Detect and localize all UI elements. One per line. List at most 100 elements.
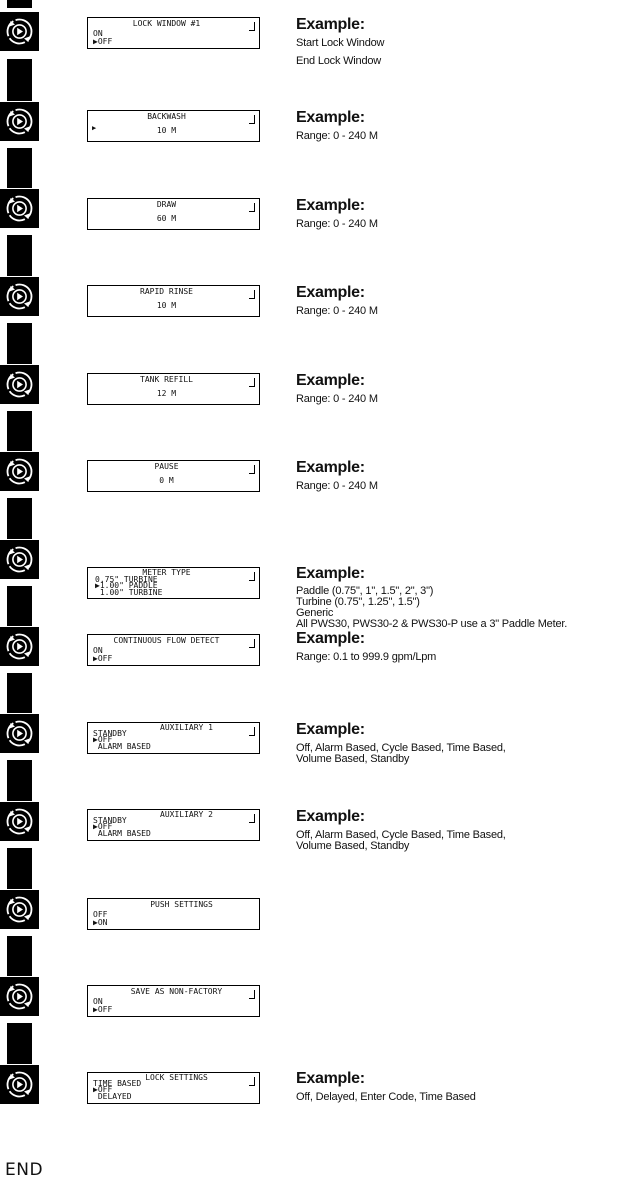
example-line: Volume Based, Standby bbox=[296, 840, 410, 852]
example-line: Start Lock Window bbox=[296, 37, 385, 49]
selection-arrow-icon: ▶ bbox=[93, 36, 98, 46]
selection-arrow-icon: ▶ bbox=[93, 917, 98, 927]
lcd-title: LOCK SETTINGS bbox=[145, 1073, 208, 1082]
example-pause: Example: Range: 0 - 240 M bbox=[296, 459, 632, 495]
example-line: End Lock Window bbox=[296, 55, 382, 67]
enter-corner-icon bbox=[249, 1077, 255, 1086]
flow-bar bbox=[7, 673, 32, 713]
example-line: Off, Delayed, Enter Code, Time Based bbox=[296, 1091, 476, 1103]
lcd-save-as-non-factory: SAVE AS NON-FACTORY ON ▶OFF bbox=[87, 985, 260, 1017]
lcd-row: ON bbox=[97, 917, 108, 927]
lcd-title: LOCK WINDOW #1 bbox=[132, 19, 201, 28]
lcd-title: TANK REFILL bbox=[140, 375, 193, 384]
example-heading: Example: bbox=[296, 197, 365, 214]
lcd-meter-type: METER TYPE 0.75" TURBINE ▶1.00" PADDLE 1… bbox=[87, 567, 260, 599]
lcd-title: AUXILIARY 2 bbox=[160, 810, 213, 819]
lcd-row: STANDBY bbox=[93, 728, 127, 738]
lcd-title: SAVE AS NON-FACTORY bbox=[130, 987, 223, 996]
enter-corner-icon bbox=[249, 378, 255, 387]
example-line: Range: 0 - 240 M bbox=[296, 305, 378, 317]
lcd-title: PAUSE bbox=[154, 462, 179, 471]
example-line: Volume Based, Standby bbox=[296, 753, 410, 765]
example-heading: Example: bbox=[296, 109, 365, 126]
enter-corner-icon bbox=[249, 639, 255, 648]
example-heading: Example: bbox=[296, 459, 365, 476]
example-backwash: Example: Range: 0 - 240 M bbox=[296, 109, 632, 145]
lcd-rows: STANDBY ▶OFF ALARM BASED bbox=[93, 816, 151, 839]
lcd-row: ON bbox=[93, 646, 103, 655]
lcd-row: 1.00" PADDLE bbox=[99, 581, 158, 590]
lcd-rows: ON ▶OFF bbox=[93, 646, 113, 663]
example-line: Range: 0.1 to 999.9 gpm/Lpm bbox=[296, 651, 437, 663]
flow-bar bbox=[7, 235, 32, 276]
lcd-row: TIME BASED bbox=[93, 1078, 142, 1088]
lcd-title: DRAW bbox=[156, 200, 177, 209]
example-meter-type: Example: Paddle (0.75", 1", 1.5", 2", 3"… bbox=[296, 565, 632, 630]
lcd-pause: PAUSE 0 M bbox=[87, 460, 260, 492]
lcd-row: OFF bbox=[93, 910, 108, 919]
flow-bar bbox=[7, 936, 32, 976]
next-step-icon bbox=[0, 102, 39, 141]
lcd-title: PUSH SETTINGS bbox=[150, 900, 213, 909]
lcd-backwash: BACKWASH ▶ 10 M bbox=[87, 110, 260, 142]
lcd-rows: STANDBY ▶OFF ALARM BASED bbox=[93, 728, 151, 752]
example-heading: Example: bbox=[296, 721, 365, 738]
lcd-rows: OFF ▶ON bbox=[93, 910, 108, 927]
lcd-row: ALARM BASED bbox=[97, 742, 151, 752]
lcd-title: METER TYPE bbox=[142, 568, 191, 577]
lcd-value: 10 M bbox=[156, 126, 177, 135]
enter-corner-icon bbox=[249, 465, 255, 474]
enter-corner-icon bbox=[249, 290, 255, 299]
lcd-title: BACKWASH bbox=[147, 112, 186, 121]
selection-arrow-icon: ▶ bbox=[93, 735, 98, 745]
lcd-title: RAPID RINSE bbox=[140, 287, 193, 296]
lcd-row: ALARM BASED bbox=[97, 829, 151, 839]
next-step-icon bbox=[0, 540, 39, 579]
lcd-row: OFF bbox=[97, 1004, 113, 1014]
example-heading: Example: bbox=[296, 808, 365, 825]
lcd-row: ON bbox=[93, 29, 103, 38]
lcd-row: OFF bbox=[97, 822, 113, 832]
enter-corner-icon bbox=[249, 572, 255, 581]
example-heading: Example: bbox=[296, 630, 365, 647]
flow-bar bbox=[7, 498, 32, 539]
example-auxiliary-1: Example: Off, Alarm Based, Cycle Based, … bbox=[296, 721, 632, 765]
example-draw: Example: Range: 0 - 240 M bbox=[296, 197, 632, 233]
selection-arrow-icon: ▶ bbox=[93, 653, 98, 663]
next-step-icon bbox=[0, 802, 39, 841]
lcd-draw: DRAW 60 M bbox=[87, 198, 260, 230]
lcd-rows: 0.75" TURBINE ▶1.00" PADDLE 1.00" TURBIN… bbox=[95, 575, 162, 596]
flow-bar bbox=[7, 148, 32, 188]
selection-arrow-icon: ▶ bbox=[93, 1004, 98, 1014]
example-line: All PWS30, PWS30-2 & PWS30-P use a 3" Pa… bbox=[296, 618, 568, 630]
enter-corner-icon bbox=[249, 990, 255, 999]
example-heading: Example: bbox=[296, 1070, 365, 1087]
flow-bar bbox=[7, 586, 32, 626]
end-label: END bbox=[5, 1160, 44, 1180]
lcd-tank-refill: TANK REFILL 12 M bbox=[87, 373, 260, 405]
next-step-icon bbox=[0, 714, 39, 753]
example-rapid-rinse: Example: Range: 0 - 240 M bbox=[296, 284, 632, 320]
lcd-title: CONTINUOUS FLOW DETECT bbox=[113, 636, 220, 645]
enter-corner-icon bbox=[249, 22, 255, 31]
example-lock-settings: Example: Off, Delayed, Enter Code, Time … bbox=[296, 1070, 632, 1106]
example-line: Range: 0 - 240 M bbox=[296, 480, 378, 492]
next-step-icon bbox=[0, 627, 39, 666]
flow-bar bbox=[7, 1023, 32, 1064]
lcd-lock-window: LOCK WINDOW #1 ON ▶OFF bbox=[87, 17, 260, 49]
next-step-icon bbox=[0, 1065, 39, 1104]
enter-corner-icon bbox=[249, 203, 255, 212]
example-line: Range: 0 - 240 M bbox=[296, 393, 378, 405]
example-lock-window: Example: Start Lock Window End Lock Wind… bbox=[296, 16, 632, 70]
selection-arrow-icon: ▶ bbox=[92, 124, 97, 132]
lcd-value: 12 M bbox=[156, 389, 177, 398]
example-heading: Example: bbox=[296, 16, 365, 33]
lcd-row: OFF bbox=[97, 653, 113, 663]
lcd-rapid-rinse: RAPID RINSE 10 M bbox=[87, 285, 260, 317]
flow-bar bbox=[7, 0, 32, 8]
lcd-lock-settings: LOCK SETTINGS TIME BASED ▶OFF DELAYED bbox=[87, 1072, 260, 1104]
next-step-icon bbox=[0, 12, 39, 51]
enter-corner-icon bbox=[249, 814, 255, 823]
lcd-rows: ON ▶OFF bbox=[93, 29, 112, 46]
selection-arrow-icon: ▶ bbox=[93, 822, 98, 832]
